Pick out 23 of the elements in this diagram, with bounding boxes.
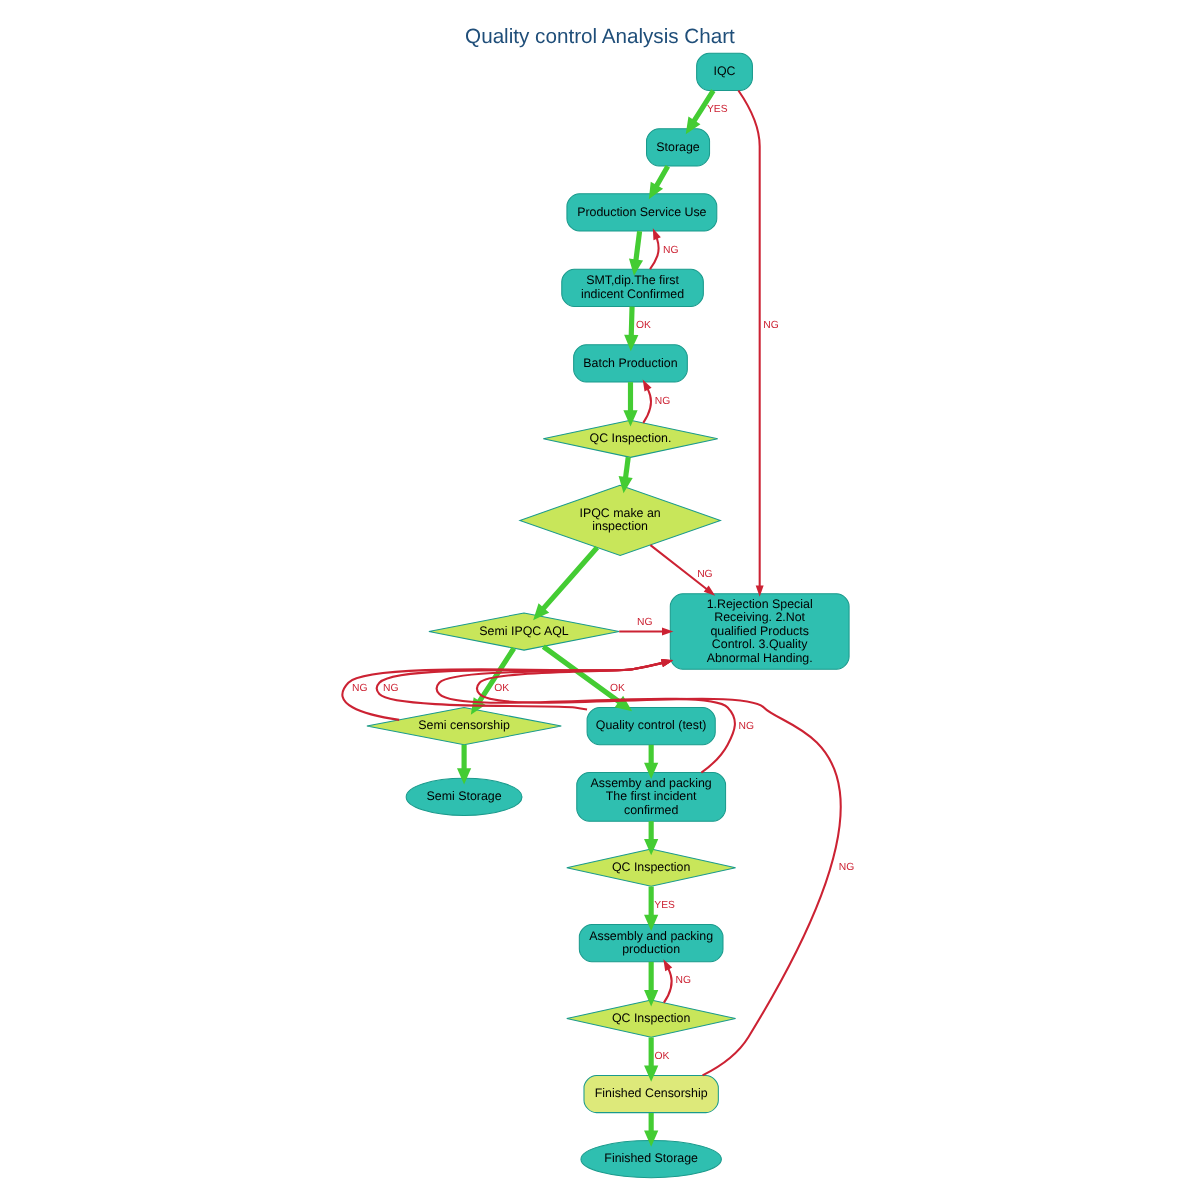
arrow <box>644 744 659 779</box>
arrow <box>644 1112 659 1147</box>
arrow <box>623 382 638 427</box>
arrow <box>644 961 659 1007</box>
arrow <box>644 1037 659 1082</box>
arrow <box>644 821 659 856</box>
arrow <box>685 89 716 135</box>
arrow <box>628 230 644 276</box>
arrow <box>649 228 661 270</box>
arrow <box>644 886 659 931</box>
arrow <box>533 545 600 621</box>
arrow <box>648 164 670 200</box>
arrow <box>470 646 517 715</box>
arrow <box>541 644 633 712</box>
arrow <box>457 744 472 785</box>
arrow <box>649 544 716 596</box>
arrow <box>642 379 652 424</box>
arrow <box>624 306 639 352</box>
arrow <box>619 627 674 636</box>
diagram-title: Quality control Analysis Chart <box>465 26 735 49</box>
arrow <box>663 959 673 1004</box>
arrow <box>737 89 764 597</box>
arrow <box>618 456 633 494</box>
